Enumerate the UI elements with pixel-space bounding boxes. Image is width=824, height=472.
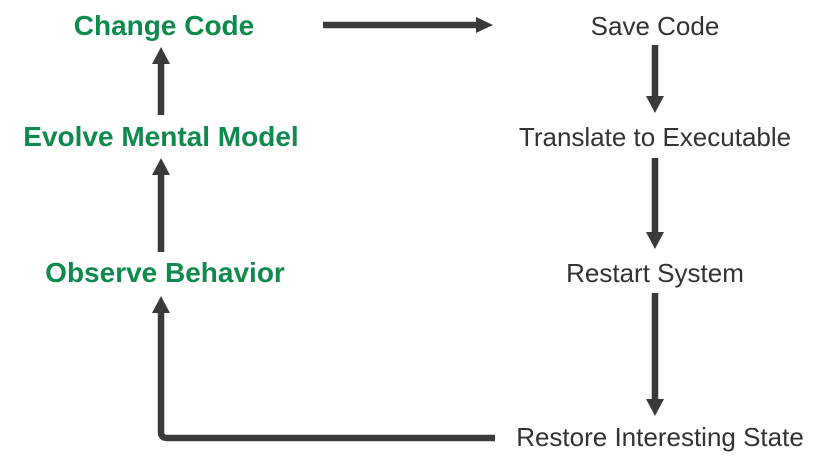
node-translate-to-executable: Translate to Executable <box>518 122 792 152</box>
arrow-observe-to-evolve <box>152 158 170 252</box>
node-save-code: Save Code <box>590 11 720 41</box>
node-restart-system: Restart System <box>566 258 744 288</box>
arrow-evolve-to-change <box>152 47 170 115</box>
arrow-change-code-to-save-code <box>323 17 493 33</box>
arrow-restart-to-restore <box>646 293 664 416</box>
node-evolve-mental-model: Evolve Mental Model <box>23 121 299 152</box>
node-change-code: Change Code <box>73 10 255 41</box>
arrow-save-code-to-translate <box>646 45 664 113</box>
arrow-translate-to-restart <box>646 158 664 249</box>
node-observe-behavior: Observe Behavior <box>45 257 285 288</box>
arrow-restore-to-observe <box>152 296 495 442</box>
node-restore-interesting-state: Restore Interesting State <box>516 422 804 452</box>
